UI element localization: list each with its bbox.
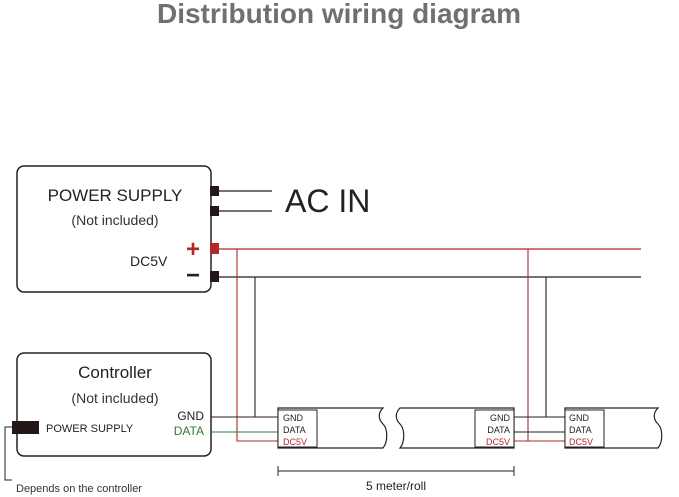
- strip-segment-middle: GND DATA DC5V: [395, 407, 515, 449]
- ac-terminal-bottom: [210, 206, 219, 216]
- controller-box: Controller (Not included) GND DATA POWER…: [16, 352, 212, 457]
- minus-sign-icon: −: [186, 262, 200, 289]
- negative-drop-1: [254, 277, 278, 418]
- controller-note: (Not included): [71, 390, 158, 406]
- power-supply-box: POWER SUPPLY (Not included) DC5V: [16, 165, 212, 293]
- strip-c-gnd: GND: [569, 413, 590, 423]
- ac-in-label: AC IN: [285, 183, 370, 219]
- positive-terminal: [210, 243, 219, 254]
- strip-b-gnd: GND: [490, 413, 511, 423]
- negative-terminal: [210, 271, 219, 282]
- controller-power-port: [12, 421, 39, 434]
- controller-power-label: POWER SUPPLY: [46, 423, 134, 435]
- controller-bracket: [4, 426, 12, 481]
- strip-a-dc: DC5V: [283, 437, 307, 447]
- controller-label: Controller: [78, 363, 152, 382]
- ac-terminal-top: [210, 186, 219, 196]
- dc-voltage-label: DC5V: [130, 253, 168, 269]
- power-supply-note: (Not included): [71, 212, 158, 228]
- strip-b-dc: DC5V: [486, 437, 510, 447]
- positive-drop-1: [236, 249, 278, 442]
- ac-input: AC IN: [210, 183, 370, 219]
- strip-a-data: DATA: [283, 425, 306, 435]
- negative-drop-2: [545, 277, 565, 418]
- strip-segment-start: GND DATA DC5V: [277, 407, 388, 449]
- controller-gnd-label: GND: [177, 409, 204, 423]
- plus-sign-icon: +: [186, 236, 200, 263]
- controller-footnote: Depends on the controller: [16, 483, 142, 495]
- strip-c-data: DATA: [569, 425, 592, 435]
- controller-data-label: DATA: [174, 424, 204, 438]
- length-dimension: 5 meter/roll: [277, 466, 515, 493]
- power-supply-label: POWER SUPPLY: [48, 186, 183, 205]
- strip-a-gnd: GND: [283, 413, 304, 423]
- strip-segment-end: GND DATA DC5V: [564, 407, 663, 449]
- diagram-title: Distribution wiring diagram: [157, 0, 521, 29]
- length-label: 5 meter/roll: [366, 479, 426, 493]
- strip-b-data: DATA: [487, 425, 510, 435]
- strip-c-dc: DC5V: [569, 437, 593, 447]
